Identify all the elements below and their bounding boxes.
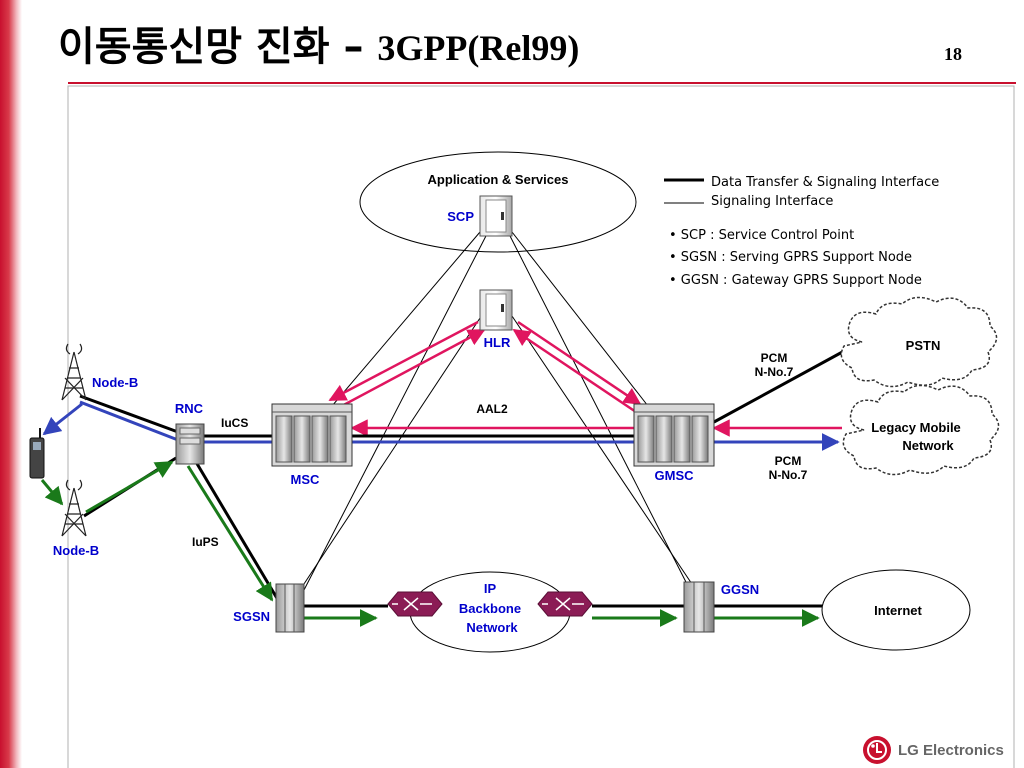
antenna-tower-top-icon <box>61 343 87 401</box>
lg-logo-text: LG Electronics <box>898 741 1004 759</box>
line-hlr-sgsn <box>295 311 485 597</box>
title-english: 3GPP(Rel99) <box>377 28 580 68</box>
router-icon-right <box>537 591 593 617</box>
ip-backbone-label-line1: IP <box>484 581 497 596</box>
pcm-bottom-label-line1: PCM <box>775 454 802 468</box>
sgsn-server-icon <box>275 583 305 633</box>
page-title: 이동통신망 진화 – 3GPP(Rel99) <box>58 14 579 72</box>
line-nodeb-top-rnc <box>79 394 179 434</box>
antenna-tower-bottom-icon <box>61 479 87 537</box>
legend-def-scp: • SCP : Service Control Point <box>669 228 854 243</box>
line-gmsc-pstn <box>713 348 847 424</box>
rnc-server-icon <box>175 423 205 465</box>
scp-label: SCP <box>447 209 474 224</box>
node-b-bottom-label: Node-B <box>53 543 99 558</box>
arrow-hlr-to-msc <box>328 320 479 402</box>
left-accent-bar <box>0 0 22 768</box>
pink-arrows <box>328 320 842 437</box>
aal2-label: AAL2 <box>476 402 508 416</box>
page-number: 18 <box>944 44 962 64</box>
gmsc-label: GMSC <box>655 468 695 483</box>
internet-label: Internet <box>874 603 922 618</box>
ggsn-label: GGSN <box>721 582 759 597</box>
lg-logo-icon <box>863 736 891 764</box>
title-korean: 이동통신망 진화 <box>58 24 330 70</box>
ggsn-server-icon <box>683 581 715 633</box>
legend-thin-label: Signaling Interface <box>711 194 833 209</box>
gmsc-switch-icon <box>633 403 715 467</box>
pcm-top-label-line2: N-No.7 <box>755 365 794 379</box>
green-phone-to-nodeb <box>40 479 64 506</box>
pstn-label: PSTN <box>906 338 941 353</box>
line-scp-msc <box>331 231 481 407</box>
blue-nodeb-rnc <box>79 400 179 442</box>
iucs-label: IuCS <box>221 416 248 430</box>
line-scp-ggsn <box>507 231 691 591</box>
legend-def-sgsn: • SGSN : Serving GPRS Support Node <box>669 250 912 265</box>
signaling-lines <box>295 231 701 597</box>
title-divider <box>68 82 1016 84</box>
app-services-label: Application & Services <box>428 172 569 187</box>
hlr-server-icon <box>479 289 513 331</box>
scp-server-icon <box>479 195 513 237</box>
title-dash: – <box>329 24 378 70</box>
mobile-phone-icon <box>29 428 45 479</box>
hlr-label: HLR <box>484 335 511 350</box>
ip-backbone-label-line2: Backbone <box>459 601 521 616</box>
legacy-mobile-label-line2: Network <box>902 438 954 453</box>
arrow-hlr-to-gmsc <box>517 320 642 406</box>
arrow-gmsc-to-hlr <box>512 328 637 414</box>
legacy-mobile-label-line1: Legacy Mobile <box>871 420 961 435</box>
msc-switch-icon <box>271 403 353 467</box>
rnc-label: RNC <box>175 401 204 416</box>
arrow-msc-to-hlr <box>337 328 486 410</box>
blue-nodeb-to-phone <box>42 402 83 436</box>
router-icon-left <box>387 591 443 617</box>
line-rnc-sgsn <box>194 461 280 601</box>
line-scp-gmsc <box>511 231 649 407</box>
green-nodeb-rnc <box>85 460 174 514</box>
pcm-top-label-line1: PCM <box>761 351 788 365</box>
line-scp-sgsn <box>303 231 489 591</box>
node-b-top-label: Node-B <box>92 375 138 390</box>
msc-label: MSC <box>291 472 321 487</box>
ip-backbone-label-line3: Network <box>466 620 518 635</box>
lg-logo: LG Electronics <box>862 735 1004 765</box>
internet-ellipse <box>821 569 971 651</box>
iups-label: IuPS <box>192 535 219 549</box>
legend-def-ggsn: • GGSN : Gateway GPRS Support Node <box>669 273 922 288</box>
diagram-frame <box>67 85 1015 768</box>
legend-thick-label: Data Transfer & Signaling Interface <box>711 175 939 190</box>
sgsn-label: SGSN <box>233 609 270 624</box>
line-hlr-ggsn <box>511 315 701 597</box>
pcm-bottom-label-line2: N-No.7 <box>769 468 808 482</box>
green-rnc-sgsn <box>186 465 274 602</box>
